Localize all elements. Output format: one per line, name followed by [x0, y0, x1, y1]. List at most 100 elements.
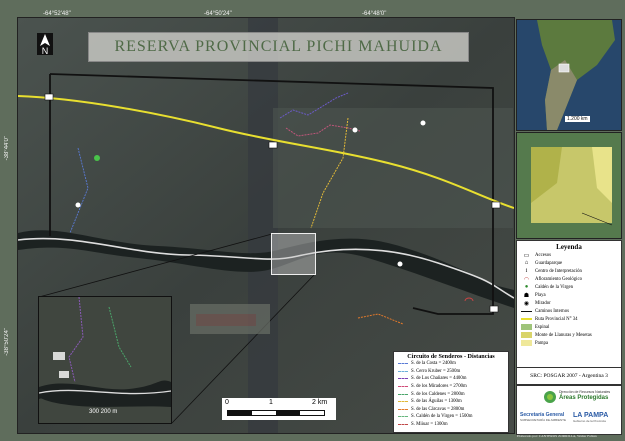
legend-label: Caminos Internos — [535, 308, 569, 314]
scale-tick-0: 0 — [225, 399, 229, 406]
legend-item: Monte de Llanuras y Mesetas — [521, 331, 621, 339]
detail-inset-map[interactable]: 300 200 m — [38, 296, 172, 424]
coordinate-system: SRC: POSGAR 2007 - Argentina 3 — [516, 367, 622, 385]
legend-item: ◉ Mirador — [521, 299, 621, 307]
circuit-label: S. de los Miradores = 2700m — [411, 384, 467, 390]
secretaria-line2: SUBSECRETARÍA DE AMBIENTE — [520, 418, 566, 422]
map-credit: Elaborado por: CANTEROS ZORRILLA, Walter… — [517, 434, 597, 438]
legend-item: Espinal — [521, 323, 621, 331]
continent-imagery — [517, 20, 621, 130]
circuit-item: S. de la Costa = 2400m — [398, 360, 508, 368]
trail-line-icon — [398, 363, 408, 365]
legend-label: Playa — [535, 292, 546, 298]
legend-label: Monte de Llanuras y Mesetas — [535, 332, 592, 338]
tree-icon: ● — [524, 284, 529, 290]
pampa-sub: Gobierno de la Provincia — [573, 419, 606, 423]
coord-top-1: -64°52'48" — [43, 11, 71, 17]
north-label: N — [41, 46, 49, 56]
road-icon — [521, 308, 532, 314]
legend-item: ▭ Accesos — [521, 251, 621, 259]
pampa-swatch — [521, 340, 532, 346]
legend-title: Leyenda — [556, 243, 582, 251]
circuit-item: S. Miiuar = 1300m — [398, 421, 508, 429]
secretaria-logo: Secretaría General SUBSECRETARÍA DE AMBI… — [520, 412, 566, 422]
map-title: RESERVA PROVINCIAL PICHI MAHUIDA — [88, 32, 469, 62]
circuit-item: S. de Los Chañares = 4400m — [398, 375, 508, 383]
geology-icon: ◠ — [523, 276, 530, 283]
scale-tick-2: 2 km — [312, 399, 328, 406]
inset-left-scale: 300 200 m — [89, 409, 118, 415]
trail-line-icon — [398, 424, 408, 426]
detail-imagery — [39, 297, 171, 423]
legend-label: Accesos — [535, 252, 551, 258]
circuit-item: S. de los Miradores = 2700m — [398, 383, 508, 391]
circuit-label: S. de la Costa = 2400m — [411, 361, 456, 367]
circuit-label: S. de las Cárcavas = 2800m — [411, 406, 465, 412]
info-icon: i — [525, 268, 528, 274]
legend-item: i Centro de Interpretación — [521, 267, 621, 275]
legend-item: ⌂ Guardaparque — [521, 259, 621, 267]
scale-bar: 0 1 2 km — [222, 398, 336, 420]
circuit-item: S. de las Cárcavas = 2800m — [398, 406, 508, 414]
viewpoint-icon: ◉ — [523, 300, 530, 307]
south-america-inset: 1.200 km — [516, 19, 622, 131]
trail-line-icon — [398, 393, 408, 395]
circuit-label: S. Cerro Kruber = 2500m — [411, 368, 461, 374]
circuit-label: S. Miiuar = 1300m — [411, 422, 448, 428]
secretaria-line1: Secretaría General — [520, 412, 565, 418]
circuit-item: S. de los Caldenes = 2800m — [398, 390, 508, 398]
legend-item: Ruta Provincial N° 34 — [521, 315, 621, 323]
la-pampa-inset — [516, 132, 622, 239]
legend-label: Afloramiento Geológico — [535, 276, 583, 282]
legend-label: Ruta Provincial N° 34 — [535, 316, 578, 322]
circuit-item: S. Cerro Kruber = 2500m — [398, 368, 508, 376]
circuit-label: S. Caldén de la Virgen = 1500m — [411, 414, 473, 420]
north-arrow-icon: N — [37, 33, 53, 56]
legend-item: Caminos Internos — [521, 307, 621, 315]
legend-label: Guardaparque — [535, 260, 563, 266]
scale-bar-graphic — [227, 410, 325, 416]
legend-label: Centro de Interpretación — [535, 268, 582, 274]
logos-panel: Dirección de Recursos Naturales Áreas Pr… — [516, 385, 622, 435]
monte-swatch — [521, 332, 532, 338]
circuit-title: Circuito de Senderos - Distancias — [407, 353, 495, 360]
inset-scale: 1.200 km — [565, 116, 590, 122]
pampa-text: LA PAMPA — [573, 412, 609, 419]
coord-left-1: -38°44'0" — [4, 136, 10, 161]
circuit-item: S. Caldén de la Virgen = 1500m — [398, 413, 508, 421]
trail-line-icon — [398, 386, 408, 388]
trail-line-icon — [398, 408, 408, 410]
coord-top-3: -64°48'0" — [362, 11, 387, 17]
coord-top-2: -64°50'24" — [204, 11, 232, 17]
espinal-swatch — [521, 324, 532, 330]
route-icon — [521, 316, 532, 322]
scale-tick-1: 1 — [269, 399, 273, 406]
legend-item: ☗ Playa — [521, 291, 621, 299]
circuit-label: S. de los Caldenes = 2800m — [411, 391, 465, 397]
legend-label: Pampa — [535, 340, 549, 346]
areas-logo-icon — [544, 391, 556, 403]
legend-item: Pampa — [521, 339, 621, 347]
beach-icon: ☗ — [523, 292, 530, 299]
areas-protegidas-logo: Dirección de Recursos Naturales Áreas Pr… — [543, 388, 613, 406]
coord-left-2: -38°50'24" — [4, 328, 10, 356]
legend-label: Caldén de la Virgen — [535, 284, 574, 290]
legend-item: ◠ Afloramiento Geológico — [521, 275, 621, 283]
areas-line1: Áreas Protegidas — [559, 395, 609, 401]
legend-panel: Leyenda ▭ Accesos ⌂ Guardaparque i Centro d… — [516, 240, 622, 368]
circuit-item: S. de las Águilas = 1300m — [398, 398, 508, 406]
legend-item: ● Caldén de la Virgen — [521, 283, 621, 291]
trail-line-icon — [398, 370, 408, 372]
trail-circuit-box: Circuito de Senderos - Distancias S. de … — [393, 351, 509, 433]
la-pampa-logo: LA PAMPA Gobierno de la Provincia — [573, 412, 619, 423]
province-imagery — [517, 133, 621, 238]
trail-line-icon — [398, 378, 408, 380]
legend-label: Espinal — [535, 324, 550, 330]
zoom-area-box — [271, 233, 316, 275]
ranger-icon: ⌂ — [524, 260, 529, 266]
trail-line-icon — [398, 416, 408, 418]
access-icon: ▭ — [523, 252, 530, 259]
legend-label: Mirador — [535, 300, 551, 306]
trail-line-icon — [398, 401, 408, 403]
